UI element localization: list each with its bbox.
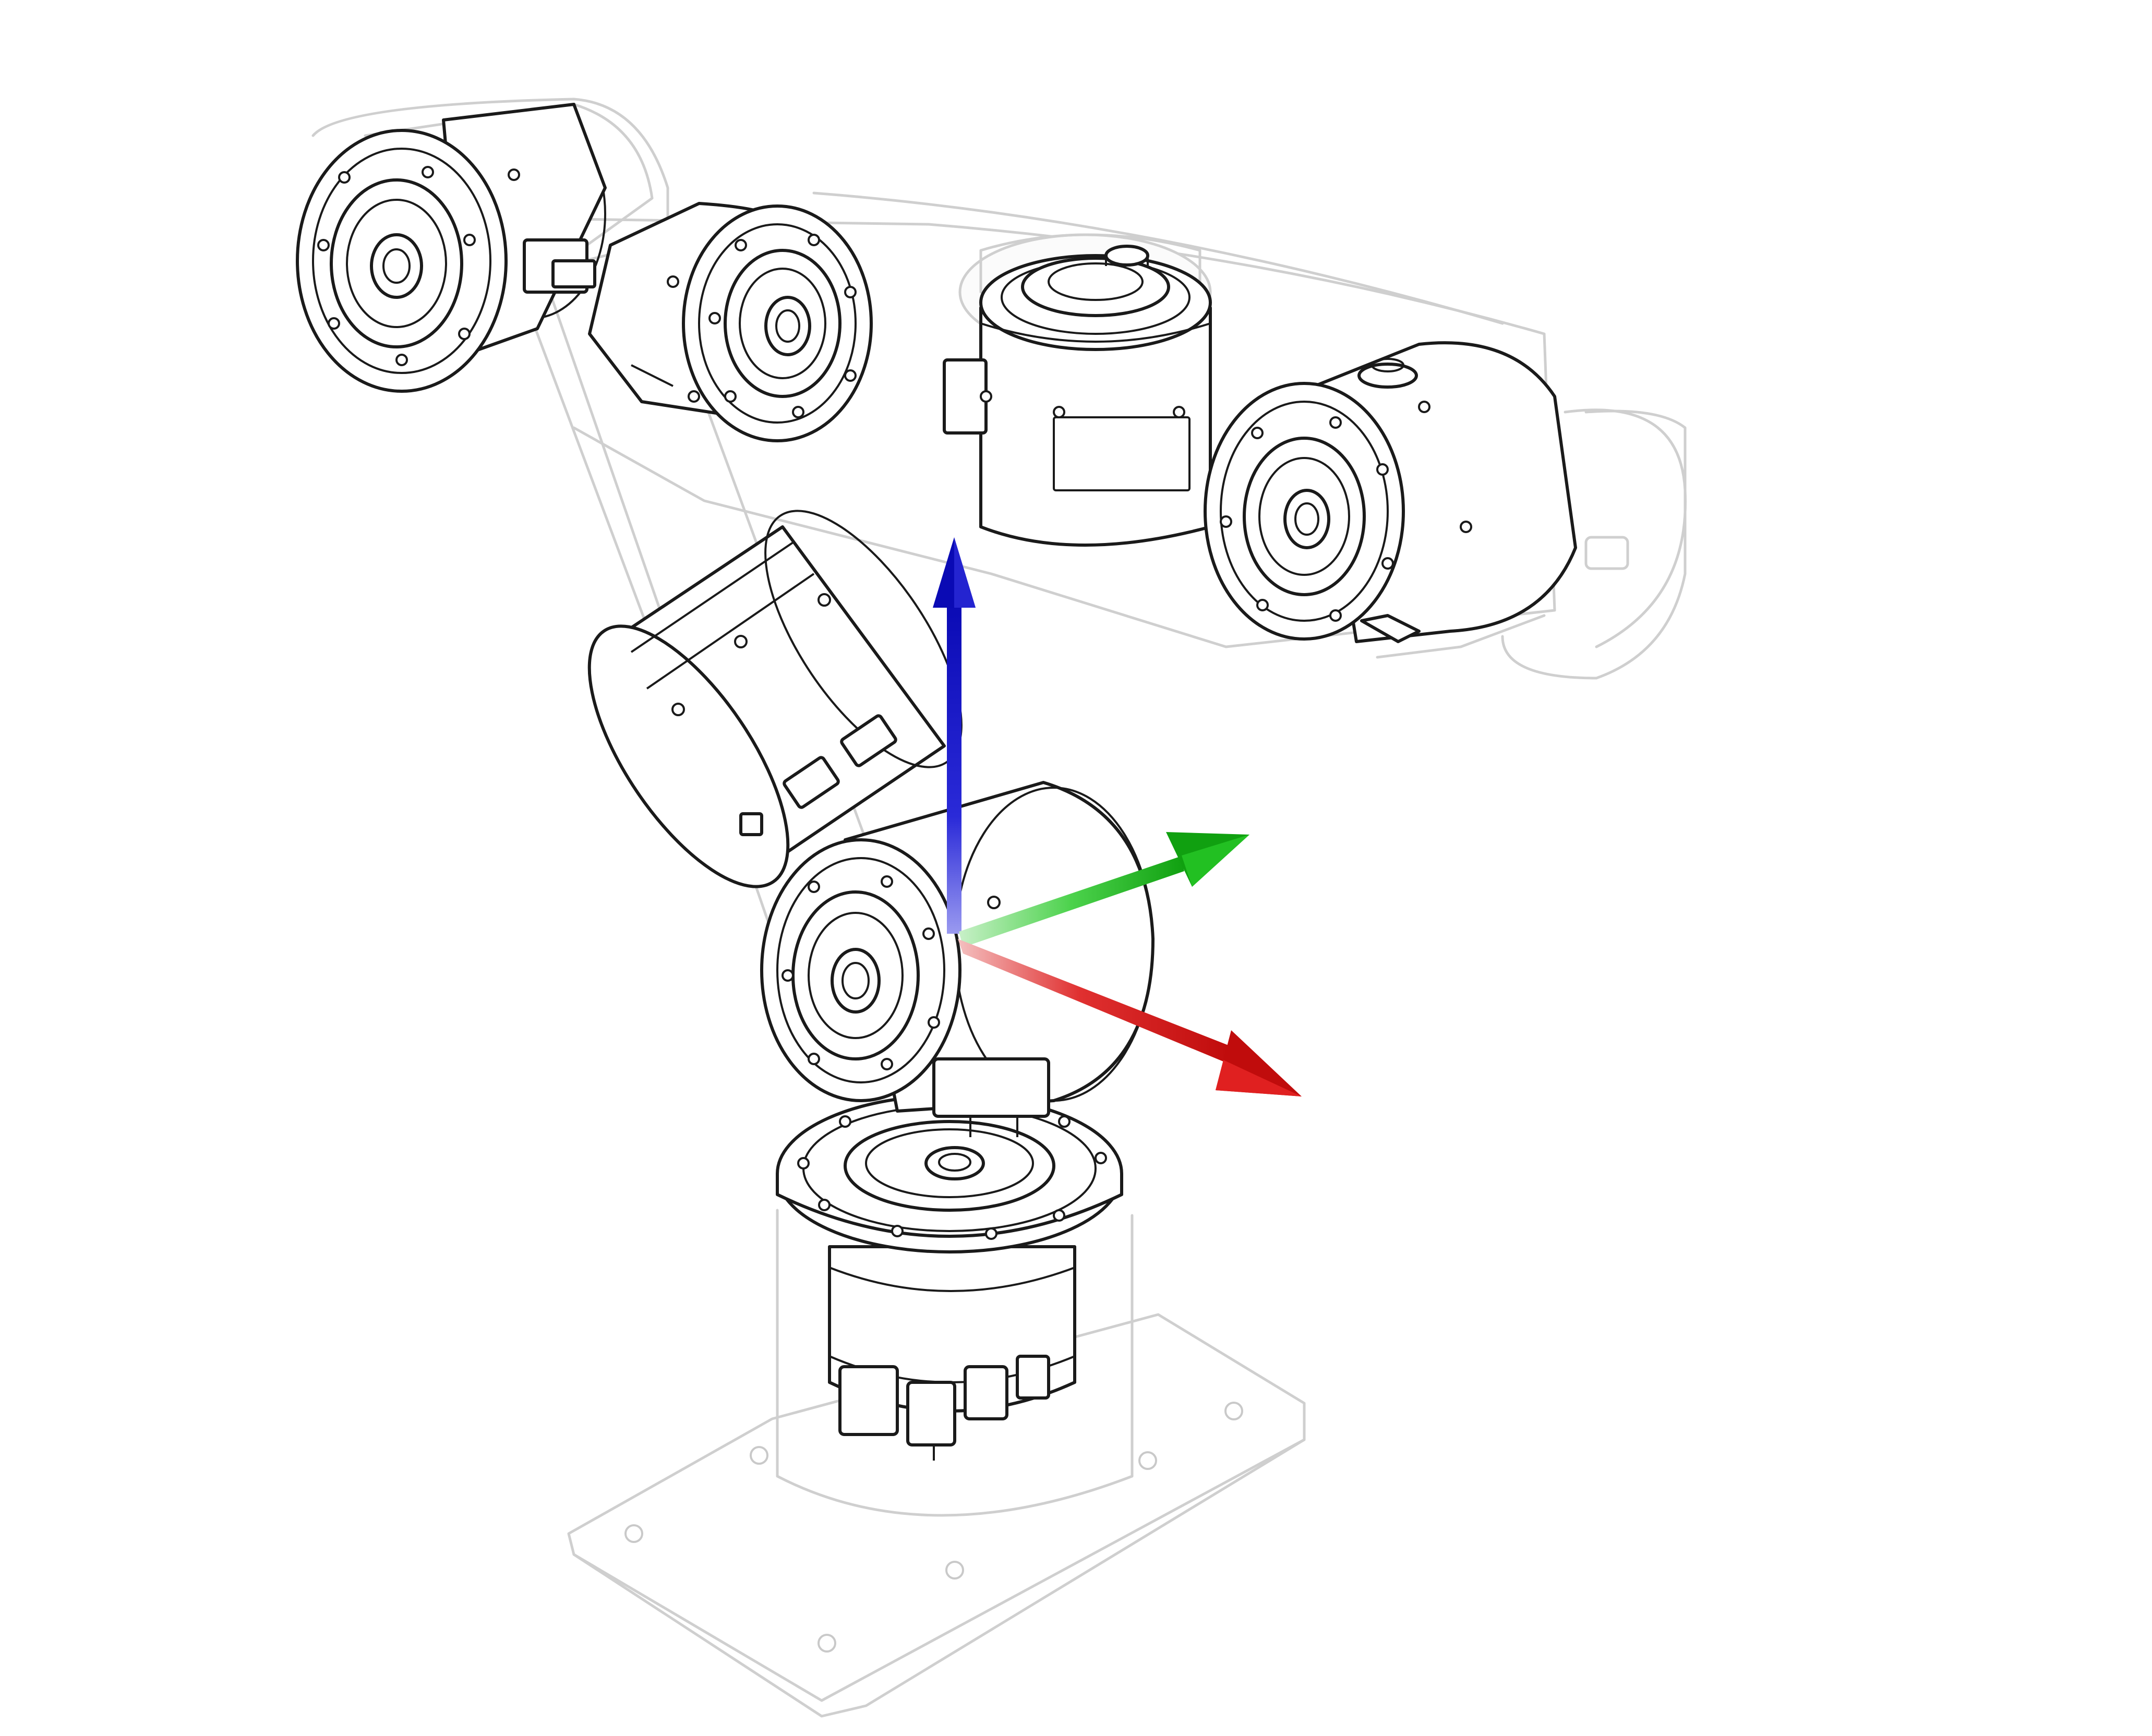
- elbow-actuator: [587, 510, 963, 888]
- base-actuator: [776, 1094, 1123, 1461]
- base-flange: [776, 1094, 1123, 1253]
- shoulder-actuator: [760, 781, 1155, 1137]
- x-axis-arrow: [958, 939, 1302, 1096]
- upper-center-actuator: [588, 202, 873, 442]
- wrist-pitch-actuator: [943, 245, 1212, 547]
- coordinate-frame: [933, 537, 1302, 1096]
- wrist-roll-face-bolts: [1220, 416, 1394, 622]
- flange-bolts: [797, 1115, 1107, 1240]
- forearm-link: [572, 218, 1556, 648]
- connector-block: [838, 1355, 1050, 1461]
- upper-left-face-bolts: [317, 166, 476, 366]
- upper-left-actuator: [296, 103, 654, 393]
- base-plate-holes: [624, 1402, 1243, 1653]
- shoulder-face-bolts: [782, 875, 940, 1070]
- base-column: [776, 1209, 1134, 1517]
- upper-center-face-bolts: [708, 234, 857, 418]
- y-axis-arrow: [959, 832, 1249, 947]
- wrist-roll-actuator: [1204, 341, 1577, 643]
- z-axis-arrow: [933, 537, 976, 934]
